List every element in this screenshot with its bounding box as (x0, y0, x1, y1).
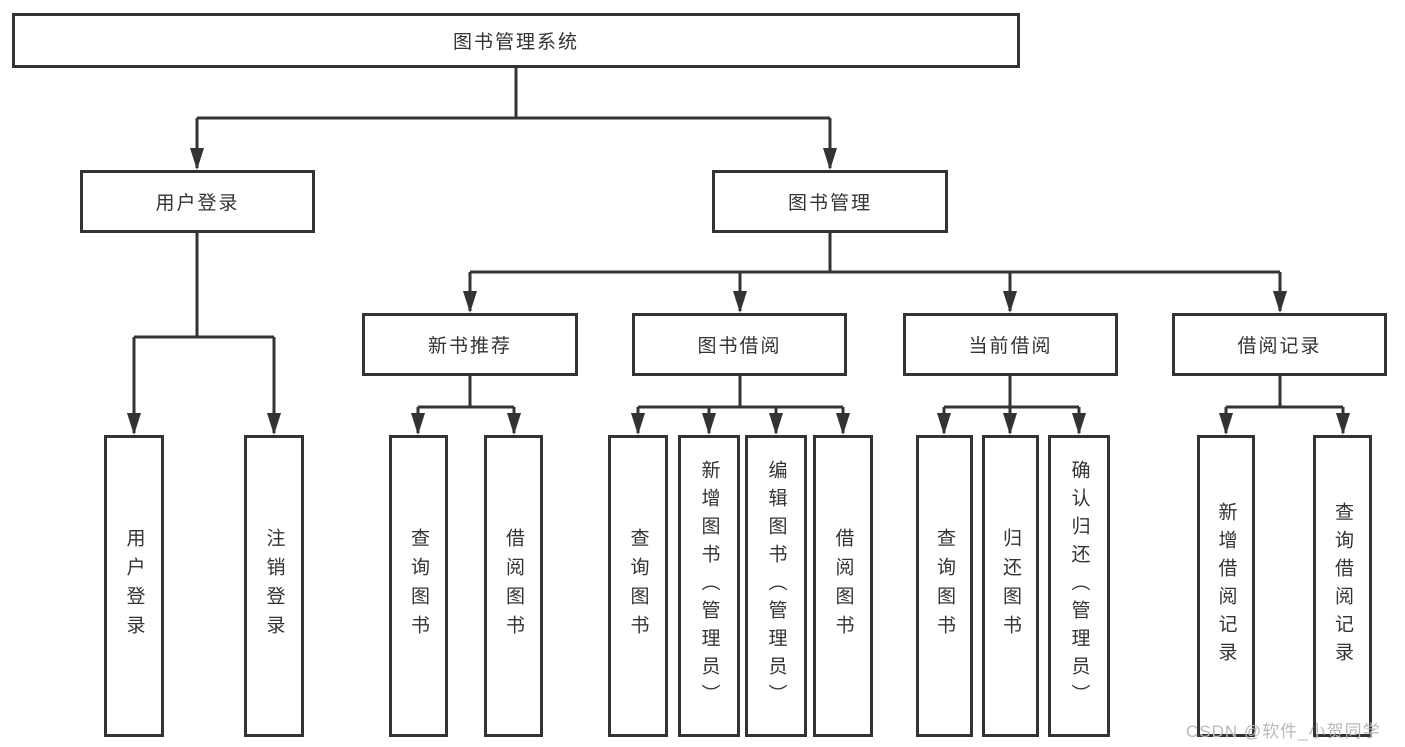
node-label: 借阅图书 (832, 528, 854, 644)
node-label: 确认归还（管理员） (1068, 460, 1090, 712)
node-label: 编辑图书（管理员） (765, 460, 787, 712)
node-label: 查询借阅记录 (1332, 502, 1353, 670)
leaf-confirm-return-admin: 确认归还（管理员） (1048, 435, 1110, 737)
node-label: 用户登录 (155, 193, 240, 214)
node-label: 归还图书 (1000, 528, 1021, 644)
node-label: 新增图书（管理员） (698, 460, 720, 712)
node-label: 新增借阅记录 (1215, 502, 1237, 670)
node-current-borrow: 当前借阅 (903, 313, 1118, 376)
node-label: 借阅图书 (503, 528, 524, 644)
leaf-query-borrow-record: 查询借阅记录 (1313, 435, 1372, 737)
node-label: 图书管理 (787, 193, 872, 214)
connector-user-login-branch (132, 233, 276, 433)
node-library-management-system: 图书管理系统 (12, 13, 1020, 68)
leaf-user-login: 用户登录 (104, 435, 164, 737)
node-book-management: 图书管理 (712, 170, 948, 233)
node-label: 查询图书 (934, 528, 955, 644)
node-label: 图书借阅 (697, 336, 782, 357)
leaf-query-books-current: 查询图书 (916, 435, 973, 737)
node-label: 用户登录 (123, 528, 145, 644)
arrowheads (127, 148, 1350, 435)
node-borrow-records: 借阅记录 (1172, 313, 1387, 376)
node-book-borrow: 图书借阅 (632, 313, 847, 376)
connector-book-borrow-branch (636, 376, 845, 433)
leaf-return-books: 归还图书 (982, 435, 1039, 737)
connector-book-management-branch (468, 233, 1282, 311)
node-user-login: 用户登录 (80, 170, 315, 233)
node-label: 图书管理系统 (452, 32, 579, 53)
leaf-query-books-borrow: 查询图书 (608, 435, 668, 737)
leaf-borrow-books: 借阅图书 (813, 435, 873, 737)
node-label: 查询图书 (627, 528, 649, 644)
leaf-borrow-books-recommend: 借阅图书 (484, 435, 543, 737)
leaf-query-books-recommend: 查询图书 (389, 435, 448, 737)
connector-root-branch (195, 68, 832, 168)
node-label: 注销登录 (263, 528, 285, 644)
node-label: 当前借阅 (968, 336, 1053, 357)
connector-new-book-branch (416, 376, 516, 433)
node-new-book-recommend: 新书推荐 (362, 313, 578, 376)
node-label: 新书推荐 (427, 336, 512, 357)
leaf-logout: 注销登录 (244, 435, 304, 737)
leaf-add-books-admin: 新增图书（管理员） (678, 435, 740, 737)
node-label: 借阅记录 (1237, 336, 1322, 357)
csdn-watermark: CSDN @软件_小贺同学 (1186, 722, 1381, 741)
leaf-add-borrow-record: 新增借阅记录 (1197, 435, 1255, 737)
leaf-edit-books-admin: 编辑图书（管理员） (745, 435, 807, 737)
connector-borrow-records-branch (1224, 376, 1345, 433)
node-label: 查询图书 (408, 528, 429, 644)
